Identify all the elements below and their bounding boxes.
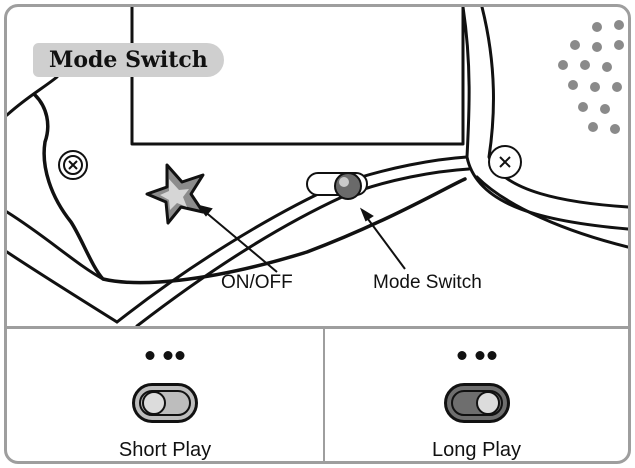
screw-left-icon (58, 150, 88, 180)
long-play-switch-icon (443, 383, 510, 423)
panel-divider (323, 329, 325, 461)
device-illustration (7, 7, 628, 328)
speed-dots-icon (457, 351, 496, 360)
short-play-label: Short Play (118, 439, 212, 461)
speaker-grille (558, 20, 624, 134)
mode-panels: Short Play Long Play (7, 326, 628, 461)
page-title: Mode Switch (33, 43, 224, 77)
screw-right-icon (488, 145, 522, 179)
diagram-frame: Mode Switch ON/OFF Mode Switch Short Pla… (4, 4, 631, 464)
mode-switch-arrow (364, 214, 406, 270)
onoff-callout-label: ON/OFF (221, 272, 293, 293)
mode-switch-knob (334, 172, 362, 200)
device-body-outline (33, 93, 467, 285)
mode-switch-callout-label: Mode Switch (373, 272, 482, 293)
onoff-star-button (145, 163, 205, 225)
long-play-panel: Long Play (325, 329, 628, 461)
speed-dots-icon (145, 351, 185, 360)
short-play-switch-icon (132, 383, 198, 423)
short-play-panel: Short Play (7, 329, 323, 461)
long-play-label: Long Play (432, 439, 521, 461)
onoff-arrow (202, 209, 278, 273)
